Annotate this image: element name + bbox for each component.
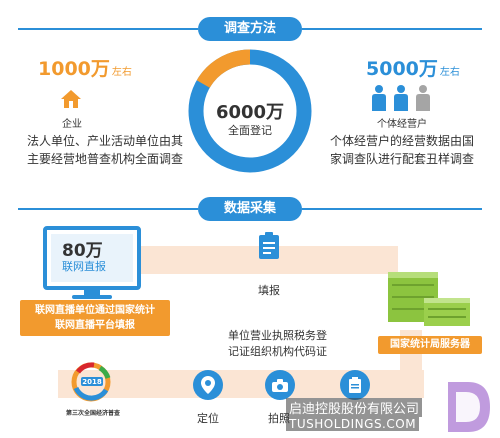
section1-rule-left: [18, 28, 198, 30]
camera-icon: [265, 370, 295, 400]
section2-rule-left: [18, 208, 198, 210]
census-donut: [183, 44, 317, 182]
monitor-stand: [84, 290, 100, 296]
monitor-base: [72, 295, 112, 299]
fill-report-label: 填报: [258, 284, 280, 297]
total-count: 6000万: [215, 102, 285, 123]
census-logo-text: 第三次全国经济普查: [65, 410, 120, 417]
document-icon: [258, 232, 280, 264]
direct-report-box: 联网直播单位通过国家统计 联网直播平台填报: [20, 300, 170, 336]
house-icon: [60, 89, 82, 113]
watermark-text-cn: 启迪控股股份有限公司: [286, 398, 423, 417]
direct-report-count: 80万: [62, 241, 103, 261]
monitor-icon: [43, 226, 141, 290]
individual-count: 5000万左右: [366, 58, 460, 80]
watermark-logo: [442, 378, 494, 438]
section1-rule-right: [302, 28, 482, 30]
section2-title: 数据采集: [198, 197, 302, 221]
enterprise-desc-line2: 主要经营地普查机构全面调查: [27, 152, 184, 166]
total-label: 全面登记: [228, 124, 272, 137]
enterprise-desc-line1: 法人单位、产业活动单位由其: [27, 134, 184, 148]
watermark-text-en: TUSHOLDINGS.COM: [286, 417, 420, 431]
flow-band-right: [378, 246, 398, 274]
enterprise-count: 1000万左右: [38, 58, 132, 80]
donut-orange-segment: [196, 49, 251, 89]
individual-desc-line1: 个体经营户的经营数据由国: [330, 134, 475, 148]
census-logo: 2018: [64, 362, 118, 412]
individual-desc-line2: 家调查队进行配套丑样调查: [330, 152, 475, 166]
location-pin-icon: [193, 370, 223, 400]
enterprise-label: 企业: [62, 119, 82, 130]
server-label: 国家统计局服务器: [378, 336, 482, 354]
people-icon: [370, 84, 440, 116]
section1-title: 调查方法: [198, 17, 302, 41]
license-line1: 单位营业执照税务登: [228, 329, 327, 342]
license-line2: 记证组织机构代码证: [228, 345, 327, 358]
section2-rule-right: [302, 208, 482, 210]
server-icon: [384, 268, 472, 332]
individual-label: 个体经营户: [377, 119, 427, 130]
clipboard-icon: [340, 370, 370, 400]
census-logo-year: 2018: [82, 378, 102, 386]
locate-label: 定位: [197, 412, 219, 425]
direct-report-label: 联网直报: [62, 260, 106, 273]
photo-label: 拍照: [268, 412, 290, 425]
